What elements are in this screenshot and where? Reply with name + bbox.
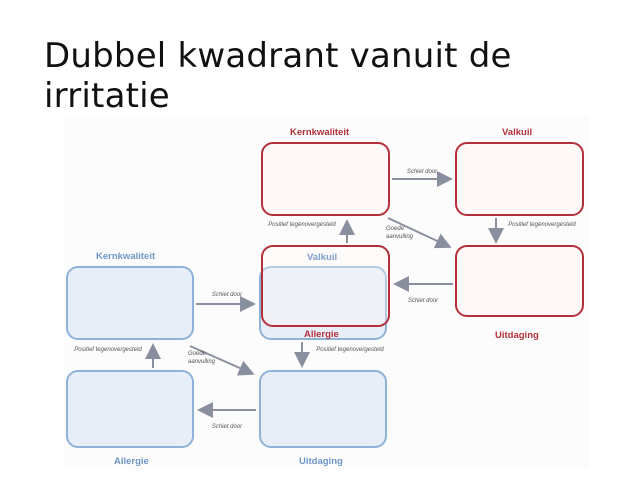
blue-text-schiet-door-bottom: Schiet door bbox=[211, 424, 243, 430]
red-text-goede-aanvulling: Goede aanvulling bbox=[386, 226, 414, 240]
red-label-valkuil-top: Valkuil bbox=[502, 127, 533, 138]
blue-allergie-box bbox=[66, 370, 194, 448]
blue-overlap-box bbox=[259, 266, 387, 340]
slide-title: Dubbel kwadrant vanuit de irritatie bbox=[44, 36, 512, 116]
blue-text-goede-aanvulling: Goede aanvulling bbox=[188, 351, 216, 365]
red-uitdaging-box bbox=[455, 245, 584, 317]
red-valkuil-box-top bbox=[455, 142, 584, 216]
blue-text-positief-right: Positief tegenovergesteld bbox=[316, 347, 384, 353]
red-label-uitdaging: Uitdaging bbox=[495, 330, 539, 341]
red-text-schiet-door-top: Schiet door bbox=[406, 169, 438, 175]
red-arrow-diagonal bbox=[387, 217, 452, 249]
red-kernkwaliteit-box bbox=[261, 142, 390, 216]
red-valkuil-overlap-box bbox=[261, 245, 390, 327]
blue-uitdaging-box bbox=[259, 370, 387, 448]
red-label-allergie: Allergie bbox=[304, 329, 339, 340]
blue-label-kernkwaliteit: Kernkwaliteit bbox=[96, 251, 156, 262]
blue-text-schiet-door-top: Schiet door bbox=[211, 292, 243, 298]
red-text-positief-left: Positief tegenovergesteld bbox=[268, 222, 336, 228]
blue-kernkwaliteit-box bbox=[66, 266, 194, 340]
red-label-valkuil-middle: Valkuil bbox=[307, 252, 338, 263]
red-label-kernkwaliteit: Kernkwaliteit bbox=[290, 127, 350, 138]
red-text-positief-right: Positief tegenovergesteld bbox=[508, 222, 576, 228]
blue-text-positief-left: Positief tegenovergesteld bbox=[74, 347, 142, 353]
blue-label-uitdaging: Uitdaging bbox=[299, 456, 343, 467]
blue-arrow-diagonal bbox=[189, 345, 255, 376]
blue-label-allergie: Allergie bbox=[114, 456, 149, 467]
red-text-schiet-door-bottom: Schiet door bbox=[407, 298, 439, 304]
